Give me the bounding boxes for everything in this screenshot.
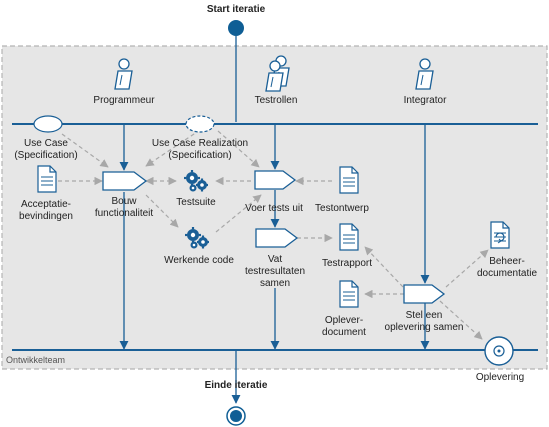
flow-ucr-runtests: [217, 130, 260, 168]
activity-summarize[interactable]: [255, 228, 299, 248]
deliver-label-1: Stel een: [406, 310, 443, 321]
runtests-label: Voer tests uit: [245, 203, 303, 214]
testreport-label: Testrapport: [322, 258, 372, 269]
start-node[interactable]: [228, 20, 244, 36]
acceptance-document-icon[interactable]: [37, 165, 57, 193]
delivery-doc-label-1: Oplever-: [325, 315, 363, 326]
ucr-label-1: Use Case Realization: [152, 138, 248, 149]
acceptance-label-1: Acceptatie-: [21, 199, 71, 210]
role-testroles: Testrollen: [255, 95, 298, 106]
maintenance-label-2: documentatie: [477, 268, 537, 279]
end-node-core: [230, 410, 242, 422]
summarize-label-3: samen: [260, 278, 290, 289]
summarize-label-2: testresultaten: [245, 266, 305, 277]
flow-deliver-maintenance: [445, 249, 489, 288]
maintenance-cycle-document-icon[interactable]: [490, 221, 510, 249]
testdesign-document-icon[interactable]: [339, 166, 359, 194]
delivery-doc-label-2: document: [322, 327, 366, 338]
testdesign-label: Testontwerp: [315, 203, 369, 214]
usecase-label-1: Use Case: [24, 138, 68, 149]
role-integrator: Integrator: [404, 95, 447, 106]
delivery-label: Oplevering: [476, 372, 524, 383]
usecase-realization-ellipse[interactable]: [185, 115, 215, 133]
ucr-label-2: (Specification): [168, 150, 231, 161]
usecase-ellipse[interactable]: [33, 115, 63, 133]
activity-run-tests[interactable]: [254, 170, 297, 190]
flow-usecase-build: [61, 133, 109, 168]
flow-deliver-report: [364, 246, 404, 288]
summarize-label-1: Vat: [268, 254, 282, 265]
testreport-document-icon[interactable]: [339, 223, 359, 251]
activity-deliver[interactable]: [403, 284, 446, 304]
container-label: Ontwikkelteam: [6, 355, 65, 365]
flow-ucr-build: [145, 129, 201, 167]
maintenance-label-1: Beheer-: [489, 256, 525, 267]
workingcode-label: Werkende code: [164, 255, 234, 266]
flow-code-runtests: [215, 194, 262, 233]
delivery-disc-icon[interactable]: [484, 336, 514, 366]
flow-deliver-disc: [439, 300, 483, 340]
role-programmer: Programmeur: [93, 95, 155, 106]
acceptance-label-2: bevindingen: [19, 211, 73, 222]
deliver-label-2: oplevering samen: [385, 322, 464, 333]
usecase-label-2: (Specification): [14, 150, 77, 161]
end-label: Einde iteratie: [205, 380, 268, 391]
build-label-2: functionaliteit: [95, 208, 154, 219]
testsuite-label: Testsuite: [176, 197, 216, 208]
activity-build[interactable]: [102, 171, 148, 191]
start-label: Start iteratie: [207, 4, 266, 15]
build-label-1: Bouw: [111, 196, 137, 207]
flow-build-code: [145, 194, 179, 228]
delivery-document-icon[interactable]: [339, 280, 359, 308]
